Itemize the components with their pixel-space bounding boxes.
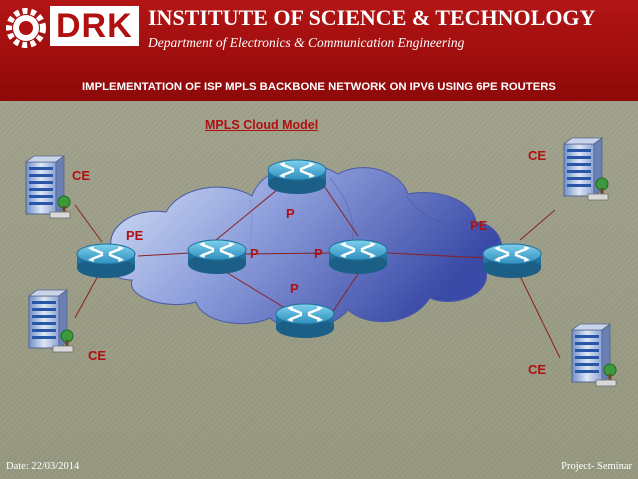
pe-left-label: PE [126,228,144,243]
p-left-router-icon [186,238,248,276]
institute-name: INSTITUTE OF SCIENCE & TECHNOLOGY [148,5,596,30]
project-title: IMPLEMENTATION OF ISP MPLS BACKBONE NETW… [82,81,556,93]
ce-bottom-left-label: CE [88,348,107,363]
logo-text: DRK [50,6,139,46]
cloud-model-label: MPLS Cloud Model [205,118,319,132]
ce-bottom-left-building-icon [28,289,74,353]
department-name: Department of Electronics & Communicatio… [148,35,465,50]
p-top-router-icon [266,158,328,196]
ce-top-right-label: CE [528,148,547,163]
ce-top-left-label: CE [72,168,91,183]
logo: DRK [2,4,139,52]
pe-right-router-icon [481,242,543,280]
p-left-label: P [250,246,259,261]
footer-project: Project- Seminar [561,461,632,472]
p-top-label: P [286,206,295,221]
ce-bottom-right-building-icon [571,323,617,387]
p-right-label: P [314,246,323,261]
p-right-router-icon [327,238,389,276]
p-bottom-router-icon [274,302,336,340]
ce-bottom-right-label: CE [528,362,547,377]
gear-logo-icon [6,8,46,48]
ce-top-right-building-icon [563,137,609,201]
pe-left-router-icon [75,242,137,280]
footer-date: Date: 22/03/2014 [6,461,80,472]
p-bottom-label: P [290,281,299,296]
pe-right-label: PE [470,218,488,233]
header-banner: DRK INSTITUTE OF SCIENCE & TECHNOLOGY De… [0,0,638,101]
ce-top-left-building-icon [25,155,71,219]
